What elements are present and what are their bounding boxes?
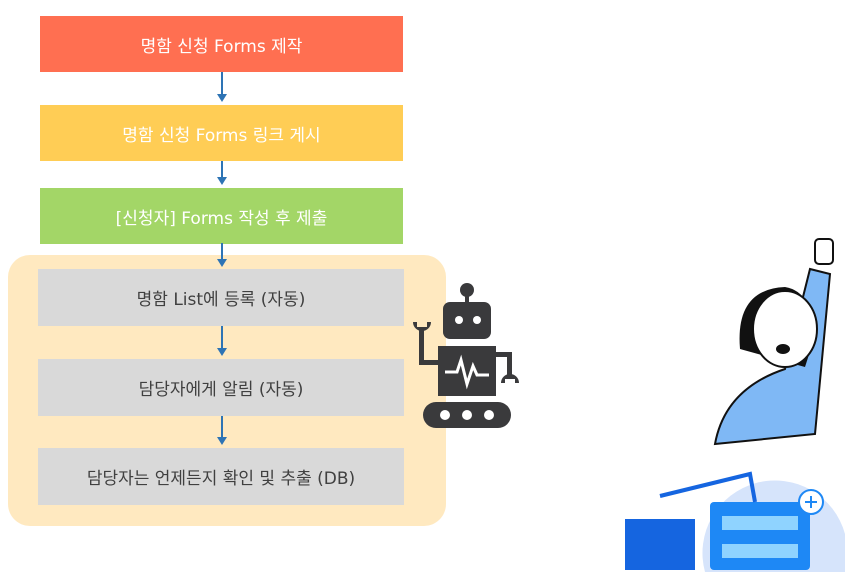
step-create-forms: 명함 신청 Forms 제작 — [40, 16, 403, 72]
step-export-db: 담당자는 언제든지 확인 및 추출 (DB) — [38, 448, 404, 505]
step-notify-manager: 담당자에게 알림 (자동) — [38, 359, 404, 416]
step-post-link: 명함 신청 Forms 링크 게시 — [40, 105, 403, 161]
flow-arrow — [217, 161, 227, 185]
worker-celebration-illustration — [625, 238, 845, 572]
flow-arrow — [217, 243, 227, 267]
flow-arrow — [217, 72, 227, 102]
robot-icon — [413, 283, 519, 428]
step-register-list: 명함 List에 등록 (자동) — [38, 269, 404, 326]
flow-arrow — [217, 416, 227, 445]
flow-arrow — [217, 326, 227, 356]
step-submit-forms: [신청자] Forms 작성 후 제출 — [40, 188, 403, 244]
